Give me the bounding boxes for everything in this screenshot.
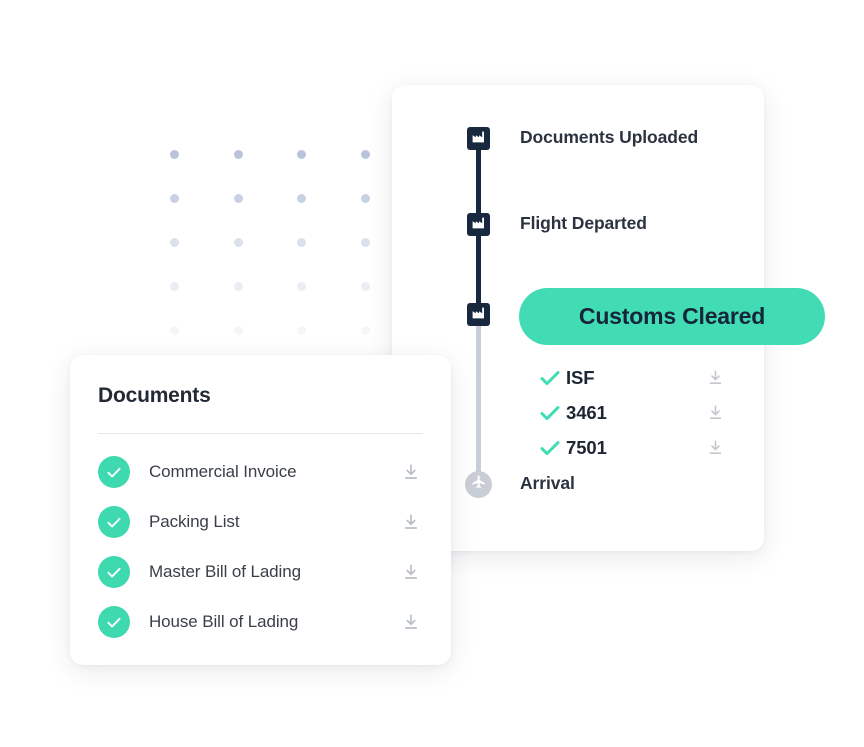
dot-grid-decoration xyxy=(170,150,370,340)
download-icon[interactable] xyxy=(704,439,726,456)
grid-dot xyxy=(297,150,307,159)
documents-list: Commercial Invoice Packing List xyxy=(98,447,423,647)
customs-document-row[interactable]: ISF xyxy=(540,360,726,395)
timeline-node-customs-cleared[interactable] xyxy=(467,303,490,326)
timeline: Documents Uploaded Flight Departed Custo… xyxy=(392,85,825,551)
dot-grid-row xyxy=(170,238,370,282)
timeline-step-badge-customs-cleared[interactable]: Customs Cleared xyxy=(519,288,825,345)
document-name: Master Bill of Lading xyxy=(149,562,301,581)
check-circle-icon xyxy=(98,456,130,488)
download-icon[interactable] xyxy=(704,404,726,421)
check-circle-icon xyxy=(98,606,130,638)
dot-grid-row xyxy=(170,282,370,326)
dot-grid-row xyxy=(170,194,370,238)
airplane-icon xyxy=(471,474,487,495)
factory-icon xyxy=(472,306,485,324)
dot-grid-row xyxy=(170,326,370,370)
factory-icon xyxy=(472,130,485,148)
timeline-rail-segment-1 xyxy=(476,143,481,223)
grid-dot xyxy=(233,150,243,159)
document-name: Commercial Invoice xyxy=(149,462,297,481)
check-circle-icon xyxy=(98,506,130,538)
factory-icon xyxy=(472,216,485,234)
timeline-node-documents-uploaded[interactable] xyxy=(467,127,490,150)
download-icon[interactable] xyxy=(399,463,423,481)
check-icon xyxy=(540,370,566,386)
grid-dot xyxy=(297,238,307,247)
customs-document-list: ISF 3461 xyxy=(540,360,726,465)
dot-grid-row xyxy=(170,150,370,194)
grid-dot xyxy=(297,326,307,335)
download-icon[interactable] xyxy=(399,513,423,531)
grid-dot xyxy=(170,282,179,291)
grid-dot xyxy=(170,194,179,203)
grid-dot xyxy=(360,326,370,335)
timeline-step-label-documents-uploaded: Documents Uploaded xyxy=(520,127,699,147)
documents-card-title: Documents xyxy=(98,384,211,407)
grid-dot xyxy=(297,282,307,291)
timeline-node-flight-departed[interactable] xyxy=(467,213,490,236)
check-icon xyxy=(540,405,566,421)
check-icon xyxy=(540,440,566,456)
grid-dot xyxy=(233,282,243,291)
check-circle-icon xyxy=(98,556,130,588)
document-row[interactable]: Packing List xyxy=(98,497,423,547)
grid-dot xyxy=(170,238,179,247)
customs-document-name: ISF xyxy=(566,366,595,388)
download-icon[interactable] xyxy=(399,613,423,631)
customs-document-row[interactable]: 7501 xyxy=(540,430,726,465)
grid-dot xyxy=(360,194,370,203)
grid-dot xyxy=(233,326,243,335)
document-name: House Bill of Lading xyxy=(149,612,299,631)
grid-dot xyxy=(170,150,179,159)
grid-dot xyxy=(297,194,307,203)
customs-document-row[interactable]: 3461 xyxy=(540,395,726,430)
shipment-timeline-card: Documents Uploaded Flight Departed Custo… xyxy=(392,85,825,551)
document-name: Packing List xyxy=(149,512,240,531)
timeline-node-arrival[interactable] xyxy=(465,471,492,498)
grid-dot xyxy=(233,238,243,247)
timeline-rail-segment-3 xyxy=(476,323,481,487)
timeline-step-label-arrival: Arrival xyxy=(520,473,575,493)
download-icon[interactable] xyxy=(704,369,726,386)
grid-dot xyxy=(170,326,179,335)
document-row[interactable]: Commercial Invoice xyxy=(98,447,423,497)
documents-card-divider xyxy=(98,433,423,434)
timeline-step-label-flight-departed: Flight Departed xyxy=(520,213,647,233)
timeline-rail-segment-2 xyxy=(476,233,481,313)
grid-dot xyxy=(360,150,370,159)
customs-document-name: 3461 xyxy=(566,401,607,423)
customs-document-name: 7501 xyxy=(566,436,607,458)
grid-dot xyxy=(360,282,370,291)
document-row[interactable]: House Bill of Lading xyxy=(98,597,423,647)
grid-dot xyxy=(360,238,370,247)
download-icon[interactable] xyxy=(399,563,423,581)
document-row[interactable]: Master Bill of Lading xyxy=(98,547,423,597)
grid-dot xyxy=(233,194,243,203)
documents-card: Documents Commercial Invoice Packing xyxy=(70,355,451,665)
